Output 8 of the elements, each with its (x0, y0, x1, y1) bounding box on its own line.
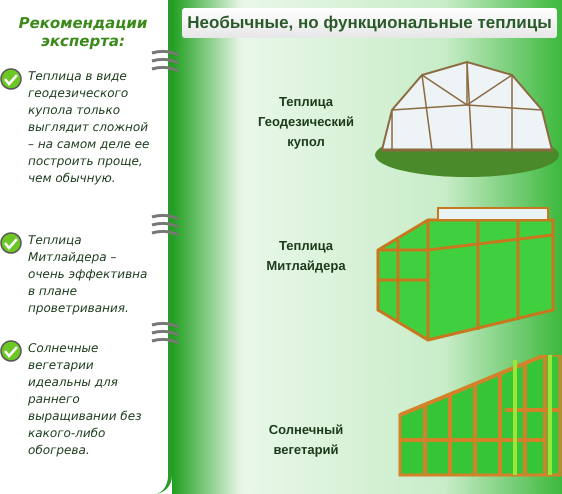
title-banner: Необычные, но функциональные теплицы (182, 8, 557, 38)
tip-text: Теплица Митлайдера – очень эффективна в плане проветривания. (28, 232, 148, 317)
picture-caption: Теплица Митлайдера (265, 237, 347, 275)
tip-text: Теплица в виде геодезического купола только выглядит сложной – на самом деле ее построить проще, чем обычную. (28, 68, 150, 187)
picture-caption: Теплица Геодезический купол (257, 93, 355, 151)
picture-caption: Солнечный вегетарий (268, 421, 344, 459)
tip-text: Солнечные вегетарии идеальны для раннего выращивании без какого-либо обогрева. (28, 340, 142, 459)
panel-heading: Рекомендации эксперта: (18, 14, 148, 50)
